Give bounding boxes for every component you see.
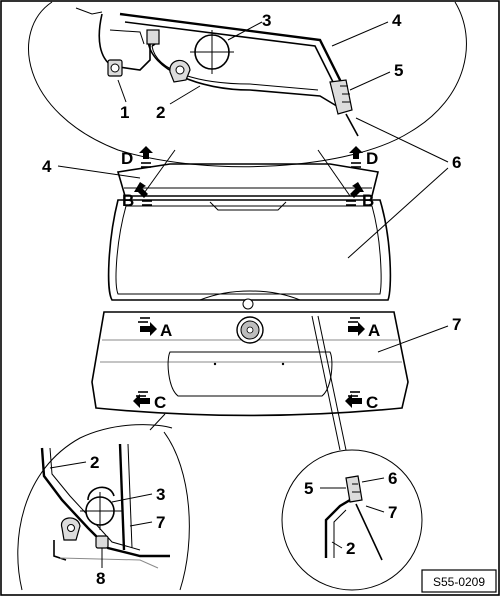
arrow-A-left: A	[138, 317, 172, 340]
arrow-C-right: C	[345, 391, 378, 412]
arrow-label-B-right: B	[362, 191, 374, 210]
label-5-br: 5	[304, 479, 313, 498]
bottom-left-detail-view: 2 3 7 8	[17, 413, 190, 591]
label-2: 2	[156, 103, 165, 122]
label-6-br: 6	[388, 469, 397, 488]
arrow-label-D-left: D	[121, 149, 133, 168]
arrow-label-D-right: D	[366, 149, 378, 168]
label-2-br: 2	[346, 539, 355, 558]
arrow-label-B-left: B	[122, 191, 134, 210]
label-7-br: 7	[388, 503, 397, 522]
label-4-top: 4	[392, 11, 402, 30]
arrow-label-A-left: A	[160, 321, 172, 340]
arrow-label-C-right: C	[366, 393, 378, 412]
arrow-C-left: C	[133, 391, 166, 412]
arrow-label-A-right: A	[368, 321, 380, 340]
bottom-right-detail-view: 5 6 7 2	[281, 315, 423, 591]
label-2-bl: 2	[90, 453, 99, 472]
arrow-label-C-left: C	[154, 393, 166, 412]
label-6-main: 6	[452, 153, 461, 172]
arrow-D-right: D	[349, 146, 378, 168]
label-7-main: 7	[452, 315, 461, 334]
figure-code-box: S55-0209	[421, 569, 497, 593]
arrow-D-left: D	[121, 146, 153, 168]
label-5-top: 5	[394, 61, 403, 80]
tailgate: 4 6 7	[42, 117, 461, 417]
arrow-B-left: B	[122, 182, 152, 210]
label-3: 3	[262, 11, 271, 30]
label-3-bl: 3	[156, 485, 165, 504]
label-4-main: 4	[42, 157, 52, 176]
top-detail-view: 1 2 3 4 5	[28, 1, 467, 197]
figure-code: S55-0209	[433, 575, 485, 589]
label-1: 1	[120, 103, 129, 122]
arrow-B-right: B	[346, 182, 374, 210]
label-7-bl: 7	[156, 513, 165, 532]
label-8-bl: 8	[96, 569, 105, 588]
arrow-A-right: A	[348, 317, 380, 340]
